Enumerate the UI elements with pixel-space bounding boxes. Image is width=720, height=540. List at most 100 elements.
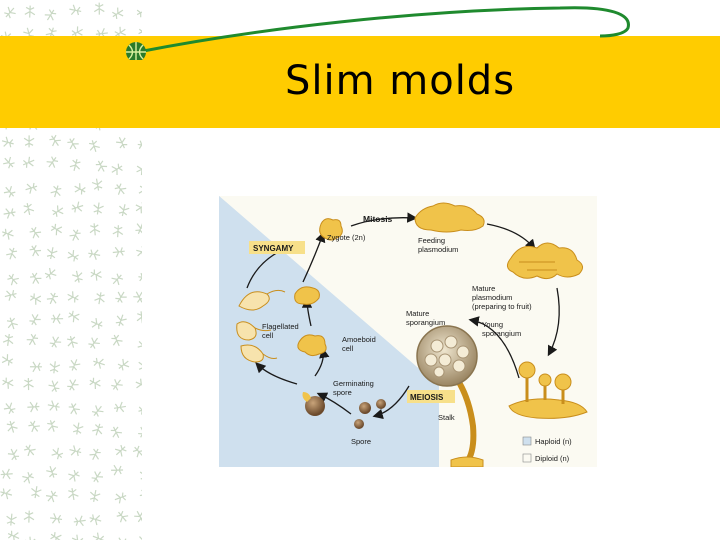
pattern-motif	[67, 487, 79, 500]
pattern-motif	[86, 335, 101, 351]
pattern-motif	[44, 489, 59, 505]
pattern-motif	[138, 272, 142, 284]
pattern-motif	[113, 181, 128, 197]
pattern-motif	[115, 135, 129, 150]
pattern-motif	[138, 487, 142, 503]
pattern-motif	[5, 420, 18, 434]
pattern-motif	[140, 469, 142, 481]
pattern-motif	[70, 201, 84, 214]
pattern-motif	[1, 155, 16, 171]
pattern-motif	[45, 154, 60, 170]
pattern-motif	[20, 470, 36, 486]
pattern-motif	[112, 246, 125, 257]
pattern-motif	[87, 376, 102, 391]
legend-diploid-swatch	[523, 454, 531, 462]
pattern-motif	[94, 159, 108, 174]
label-zygote: Zygote (2n)	[327, 233, 366, 242]
pattern-motif	[92, 202, 104, 215]
pattern-motif	[5, 316, 18, 331]
pattern-motif	[2, 184, 17, 200]
pattern-motif	[134, 244, 142, 260]
pattern-motif	[113, 443, 129, 458]
pattern-motif	[72, 270, 84, 284]
pattern-motif	[136, 338, 142, 354]
pattern-motif	[3, 207, 17, 219]
pattern-motif	[110, 272, 125, 288]
pattern-motif	[70, 534, 85, 540]
pattern-motif	[0, 353, 15, 368]
pattern-motif	[30, 362, 42, 372]
pattern-motif	[87, 248, 101, 260]
pattern-motif	[90, 403, 105, 419]
pattern-motif	[68, 445, 82, 458]
pattern-motif	[47, 133, 62, 149]
label-syngamy: SYNGAMY	[253, 244, 294, 253]
pattern-motif	[51, 314, 63, 324]
pattern-motif	[0, 376, 15, 390]
pattern-motif	[45, 465, 58, 480]
pattern-motif	[22, 202, 34, 216]
fused-cells	[295, 287, 320, 305]
pattern-motif	[88, 447, 102, 462]
pattern-motif	[2, 400, 17, 416]
pattern-motif	[27, 401, 40, 412]
pattern-motif	[28, 225, 43, 241]
spore-3	[354, 419, 364, 429]
pattern-motif	[87, 139, 100, 153]
pattern-motif	[137, 403, 142, 416]
pattern-motif	[48, 334, 63, 350]
pattern-motif	[113, 225, 124, 238]
label-mitosis: Mitosis	[363, 214, 393, 224]
spore-2	[376, 399, 386, 409]
pattern-motif	[28, 312, 43, 327]
pattern-motif	[89, 223, 100, 236]
pattern-motif	[0, 487, 13, 500]
pattern-motif	[90, 469, 105, 485]
pattern-motif	[1, 136, 15, 149]
pattern-motif	[113, 289, 128, 304]
pattern-motif	[89, 268, 104, 282]
life-cycle-diagram: Mitosis Zygote (2n) SYNGAMY Feeding plas…	[219, 196, 597, 467]
pattern-motif	[131, 444, 142, 460]
pattern-motif	[73, 515, 86, 526]
life-cycle-figure: Mitosis Zygote (2n) SYNGAMY Feeding plas…	[219, 196, 597, 467]
pattern-motif	[67, 401, 81, 416]
pattern-motif	[137, 534, 142, 540]
label-stalk: Stalk	[438, 413, 455, 422]
pattern-motif	[72, 422, 84, 436]
pattern-motif	[25, 332, 40, 347]
swoosh-line	[138, 8, 628, 52]
pattern-motif	[91, 532, 106, 540]
header-swoosh	[0, 0, 720, 60]
pattern-motif	[26, 419, 41, 435]
pattern-motif	[50, 204, 66, 219]
pattern-motif	[110, 333, 124, 348]
pattern-motif	[28, 271, 43, 286]
pattern-motif	[49, 513, 62, 524]
pattern-motif	[5, 272, 20, 288]
pattern-motif	[43, 266, 59, 281]
pattern-motif	[21, 156, 36, 170]
pattern-motif	[138, 359, 142, 372]
pattern-motif	[92, 356, 106, 369]
pattern-motif	[94, 291, 106, 305]
pattern-motif	[134, 377, 142, 391]
pattern-motif	[116, 357, 132, 372]
pattern-motif	[136, 311, 142, 324]
pattern-motif	[89, 489, 101, 503]
pattern-motif	[65, 248, 81, 263]
pattern-motif	[0, 469, 13, 480]
pattern-motif	[137, 139, 142, 150]
legend-diploid-label: Diploid (n)	[535, 454, 570, 463]
pattern-motif	[68, 228, 82, 243]
pattern-motif	[46, 246, 58, 260]
pattern-motif	[23, 378, 33, 390]
pattern-motif	[50, 184, 63, 198]
pattern-motif	[114, 313, 127, 328]
pattern-motif	[5, 246, 18, 261]
pattern-motif	[132, 289, 142, 304]
pattern-motif	[47, 400, 61, 412]
legend-haploid-swatch	[523, 437, 531, 445]
pattern-motif	[88, 513, 102, 526]
pattern-motif	[48, 530, 64, 540]
